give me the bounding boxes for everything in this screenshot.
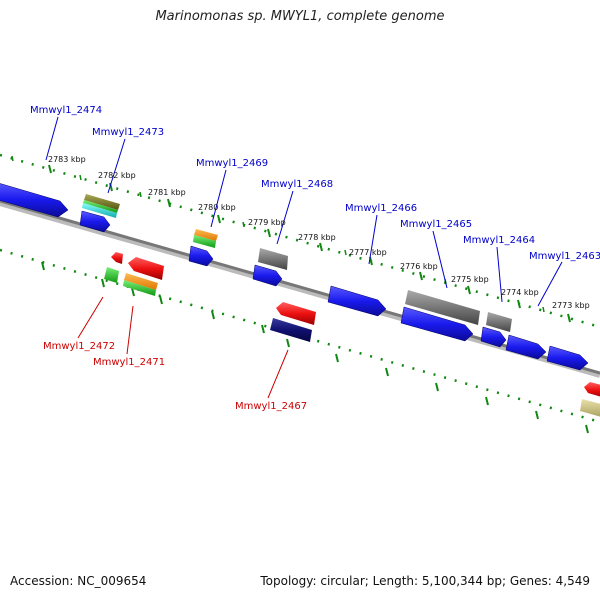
gene-label[interactable]: Mmwyl1_2474 [30,105,102,116]
gene-arrow-blue [79,210,111,233]
gene-arrow-red [111,252,123,264]
gene-labels: Mmwyl1_2474 Mmwyl1_2473 Mmwyl1_2469 Mmwy… [30,105,600,412]
leader-line [126,305,134,355]
genome-summary: Topology: circular; Length: 5,100,344 bp… [260,574,590,588]
gene-block-green [104,267,119,283]
leader-line [537,261,563,307]
scale-label: 2774 kbp [501,288,539,297]
gene-arrow-blue [252,264,283,287]
gene-block-gray [405,290,480,325]
scale-tick-minor [542,306,545,313]
gene-arrow-blue [327,285,387,317]
scale-tick [335,353,339,363]
gene-block-navy [270,318,312,342]
scale-tick [467,285,471,295]
gene-arrow-blue [400,306,474,342]
gene-arrow-blue [546,345,589,371]
scale-tick [217,214,221,224]
scale-tick [261,324,265,334]
gene-arrow-red [128,257,164,280]
scale-tick [435,382,439,392]
scale-tick-minor [139,191,142,198]
gene-arrow-red [276,302,316,325]
scale-tick [159,295,163,305]
scale-tick [48,164,52,174]
leader-line [276,190,294,245]
leader-line [267,349,289,399]
scale-tick [131,287,135,297]
leader-line [210,169,227,228]
scale-tick [485,396,489,406]
scale-tick [267,228,271,238]
gene-block-green [193,235,216,248]
gene-arrow-blue [0,183,69,218]
gene-block-olive [84,194,120,210]
leader-lines [45,116,563,399]
scale-tick [517,299,521,309]
gene-block-khaki [580,399,600,417]
scale-label: 2781 kbp [148,188,186,197]
leader-line [368,214,378,265]
leader-line [107,138,126,194]
gene-block-green [83,200,118,213]
gene-label[interactable]: Mmwyl1_2472 [43,341,115,352]
scale-label: 2776 kbp [400,262,438,271]
scale-tick [567,313,571,323]
gene-block-gray [258,248,288,270]
gene-label[interactable]: Mmwyl1_2464 [463,235,535,246]
map-title: Marinomonas sp. MWYL1, complete genome [155,9,445,24]
accession-label: Accession: NC_009654 [10,574,147,588]
scale-label: 2779 kbp [248,218,286,227]
leader-line [77,296,104,339]
leader-line [45,116,59,161]
upper-scale [0,153,600,329]
scale-tick [385,367,389,377]
gene-label[interactable]: Mmwyl1_2469 [196,158,268,169]
scale-tick [585,424,589,434]
gene-arrow-blue [480,326,507,348]
gene-block-orange [124,273,158,290]
scale-tick [101,278,105,288]
gene-label[interactable]: Mmwyl1_2471 [93,357,165,368]
gene-label[interactable]: Mmwyl1_2473 [92,127,164,138]
scale-tick [535,410,539,420]
scale-tick-minor [344,249,347,256]
scale-label: 2782 kbp [98,171,136,180]
scale-tick [419,271,423,281]
scale-label: 2777 kbp [349,248,387,257]
gene-arrow-blue [505,334,547,360]
scale-labels: 2783 kbp 2782 kbp 2781 kbp 2780 kbp 2779… [48,155,590,310]
scale-tick [41,261,45,271]
gene-arrow-red [584,382,600,397]
gene-block-gray [486,312,512,332]
gene-label[interactable]: Mmwyl1_2466 [345,203,417,214]
scale-tick-minor [242,221,245,228]
lower-scale [0,248,600,434]
scale-label: 2773 kbp [552,301,590,310]
gene-block-cyan [82,203,117,218]
gene-label[interactable]: Mmwyl1_2467 [235,401,307,412]
scale-tick-minor [11,155,14,162]
scale-label: 2778 kbp [298,233,336,242]
scale-tick [319,242,323,252]
scale-tick-minor [79,174,82,181]
gene-label[interactable]: Mmwyl1_2465 [400,219,472,230]
gene-block-green [123,280,156,296]
reverse-genes [104,252,600,417]
forward-genes [0,183,589,371]
scale-label: 2783 kbp [48,155,86,164]
scale-tick [167,198,171,208]
scale-tick [211,310,215,320]
gene-label[interactable]: Mmwyl1_2463 [529,251,600,262]
scale-label: 2780 kbp [198,203,236,212]
scale-tick [286,338,290,348]
gene-block-orange [194,229,218,241]
leader-line [496,246,503,303]
gene-arrow-blue [188,245,214,267]
scale-label: 2775 kbp [451,275,489,284]
gene-label[interactable]: Mmwyl1_2468 [261,179,333,190]
leader-line [432,230,448,289]
